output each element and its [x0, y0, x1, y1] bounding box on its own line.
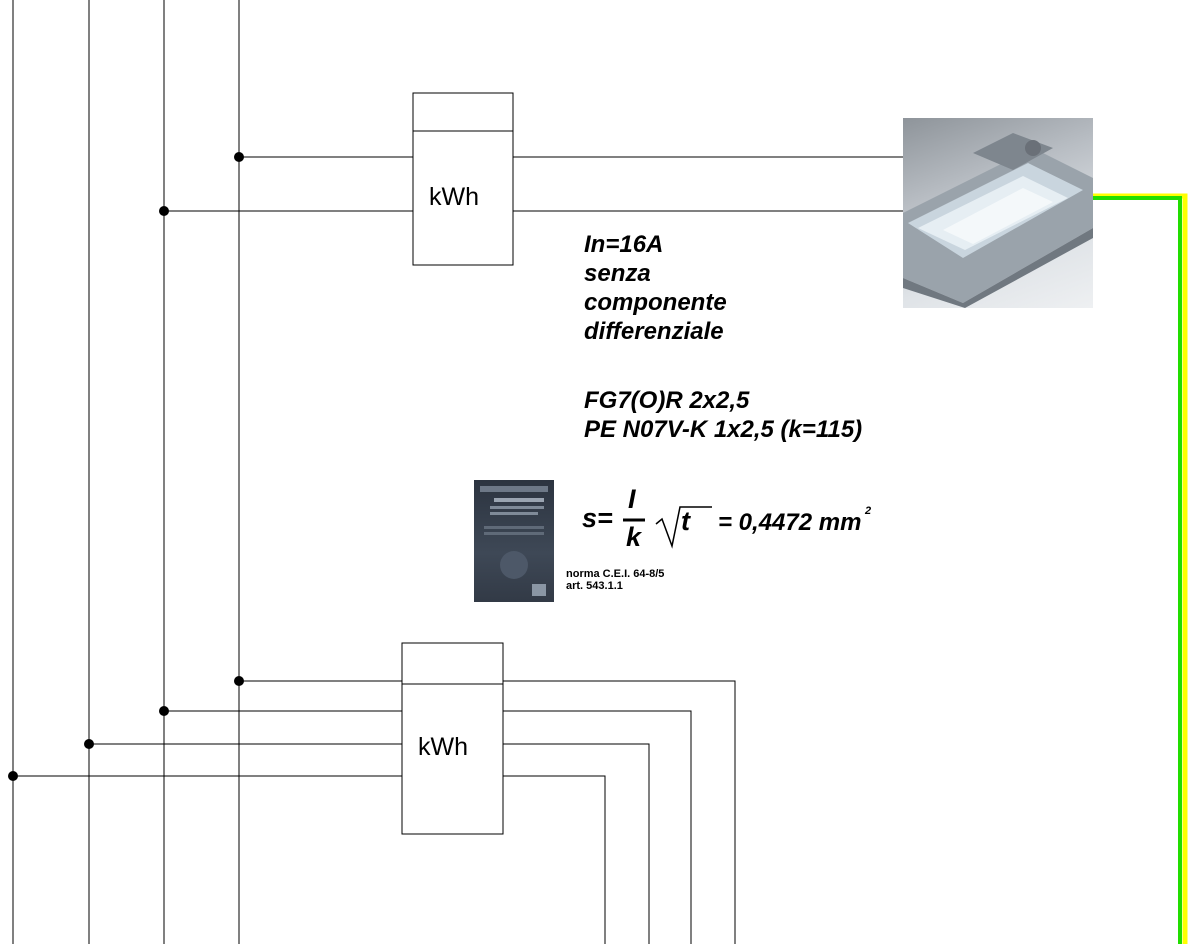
formula-result: = 0,4472 mm [718, 509, 862, 536]
industrial-lamp-icon [903, 118, 1093, 308]
bottom-meter-out-4 [503, 775, 606, 944]
formula-lhs: s= [582, 503, 613, 533]
pe-conductor-yellow [1073, 193, 1188, 944]
norm-reference: norma C.E.I. 64-8/5 [566, 568, 665, 580]
formula-exponent: 2 [865, 505, 872, 517]
formula-numerator: I [628, 484, 636, 514]
bottom-meter-out-2 [503, 710, 692, 944]
spec-pe-conductor: PE N07V-K 1x2,5 (k=115) [584, 416, 863, 443]
sqrt-sign [655, 506, 712, 549]
spec-cable: FG7(O)R 2x2,5 [584, 387, 750, 414]
norm-booklet-icon [474, 480, 554, 602]
pe-conductor-green [1073, 196, 1182, 944]
bottom-meter-box [401, 642, 504, 835]
bottom-meter-out-3 [503, 743, 650, 944]
bottom-meter-out-1 [503, 680, 736, 944]
spec-rated-current: In=16A [584, 231, 664, 258]
junction-dot [159, 706, 169, 716]
formula-denominator: k [626, 522, 642, 552]
bottom-meter-label: kWh [418, 733, 468, 761]
junction-dot [234, 152, 244, 162]
junction-dot [234, 676, 244, 686]
junction-dot [8, 771, 18, 781]
junction-dot [159, 206, 169, 216]
spec-line-senza: senza [584, 260, 651, 287]
spec-line-differenziale: differenziale [584, 318, 724, 345]
top-meter-box [412, 92, 514, 266]
formula-radicand: t [681, 506, 690, 536]
top-meter-label: kWh [429, 183, 479, 211]
norm-article: art. 543.1.1 [566, 580, 623, 592]
spec-line-componente: componente [584, 289, 727, 316]
junction-dot [84, 739, 94, 749]
